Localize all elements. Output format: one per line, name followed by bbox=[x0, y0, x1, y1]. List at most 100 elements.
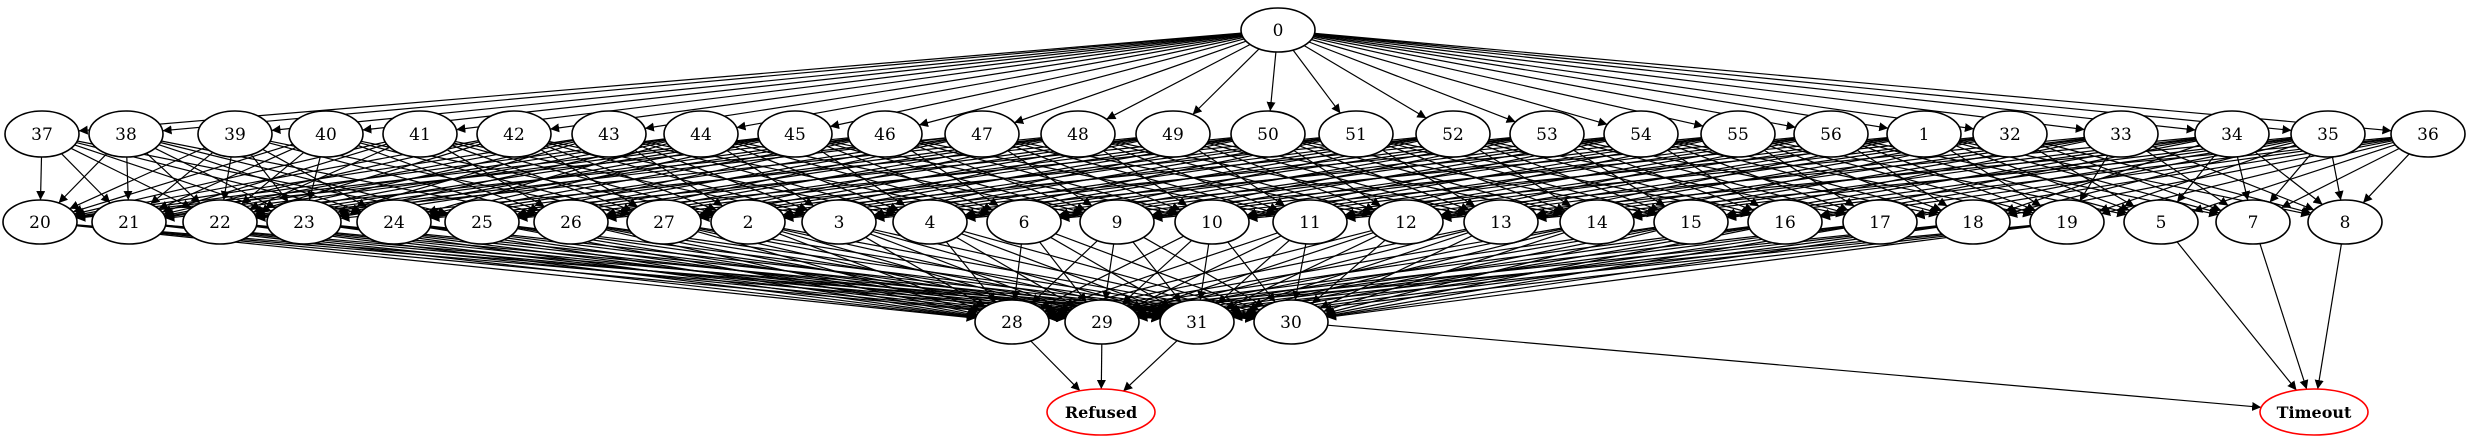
edge-48-to-25 bbox=[517, 138, 1043, 220]
node-52: 52 bbox=[1415, 110, 1491, 158]
node-label: 21 bbox=[118, 213, 140, 233]
node-6: 6 bbox=[986, 199, 1062, 245]
node-24: 24 bbox=[356, 199, 432, 245]
edge-36-to-16 bbox=[1821, 138, 2392, 221]
edge-32-to-11 bbox=[1346, 138, 1974, 221]
node-7: 7 bbox=[2215, 199, 2291, 245]
node-29: 29 bbox=[1064, 299, 1140, 345]
node-label: 30 bbox=[1280, 313, 1302, 333]
node-8: 8 bbox=[2307, 199, 2383, 245]
node-ellipse bbox=[1700, 110, 1776, 158]
edge-32-to-12 bbox=[1441, 138, 1975, 220]
edge-19-to-30 bbox=[1327, 226, 2031, 321]
edge-14-to-28 bbox=[1047, 227, 1562, 319]
edge-40-to-20 bbox=[72, 143, 293, 214]
node-39: 39 bbox=[197, 110, 273, 158]
node-label: 52 bbox=[1442, 125, 1464, 145]
node-50: 50 bbox=[1230, 110, 1306, 158]
node-48: 48 bbox=[1040, 110, 1116, 158]
node-49: 49 bbox=[1135, 110, 1211, 158]
edge-36-to-15 bbox=[1727, 137, 2392, 222]
edge-35-to-8 bbox=[2331, 156, 2344, 201]
node-ellipse bbox=[266, 199, 342, 245]
node-label: 50 bbox=[1257, 125, 1279, 145]
node-3: 3 bbox=[801, 199, 877, 245]
node-10: 10 bbox=[1174, 199, 1250, 245]
node-47: 47 bbox=[944, 110, 1020, 158]
edge-0-to-44 bbox=[736, 35, 1243, 131]
node-15: 15 bbox=[1653, 199, 1729, 245]
node-ellipse bbox=[1079, 199, 1155, 245]
edge-45-to-22 bbox=[255, 138, 760, 220]
node-30: 30 bbox=[1253, 299, 1329, 345]
node-ellipse bbox=[1793, 110, 1869, 158]
node-ellipse bbox=[1886, 110, 1962, 158]
node-ellipse bbox=[2029, 199, 2105, 245]
node-label: 33 bbox=[2110, 125, 2132, 145]
node-label: 49 bbox=[1162, 125, 1184, 145]
edge-25-to-28 bbox=[517, 228, 977, 319]
edge-56-to-10 bbox=[1247, 138, 1795, 221]
node-17: 17 bbox=[1842, 199, 1918, 245]
node-37: 37 bbox=[4, 110, 80, 158]
node-label: 43 bbox=[598, 125, 620, 145]
node-label: 22 bbox=[209, 213, 231, 233]
node-label: 53 bbox=[1536, 125, 1558, 145]
node-ellipse bbox=[2307, 199, 2383, 245]
node-35: 35 bbox=[2290, 110, 2366, 158]
node-32: 32 bbox=[1972, 110, 2048, 158]
node-ellipse bbox=[88, 110, 164, 158]
edge-15-to-28 bbox=[1047, 226, 1656, 320]
edge-47-to-24 bbox=[429, 138, 947, 220]
node-ellipse bbox=[757, 110, 833, 158]
node-23: 23 bbox=[266, 199, 342, 245]
edge-0-to-42 bbox=[550, 34, 1242, 133]
node-label: Refused bbox=[1065, 403, 1137, 422]
edge-0-to-32 bbox=[1313, 34, 1974, 133]
node-label: 44 bbox=[690, 125, 712, 145]
edge-0-to-45 bbox=[829, 36, 1244, 130]
edge-30-to-timeout bbox=[1327, 324, 2262, 411]
node-label: 38 bbox=[115, 125, 137, 145]
edge-33-to-12 bbox=[1442, 137, 2085, 221]
edge-9-to-28 bbox=[1031, 240, 1098, 304]
node-label: 12 bbox=[1395, 213, 1417, 233]
node-ellipse bbox=[1064, 299, 1140, 345]
node-ellipse bbox=[2, 199, 78, 245]
edge-11-to-28 bbox=[1044, 232, 1278, 313]
node-label: 31 bbox=[1186, 313, 1208, 333]
node-9: 9 bbox=[1079, 199, 1155, 245]
node-19: 19 bbox=[2029, 199, 2105, 245]
node-ellipse bbox=[1174, 199, 1250, 245]
edge-3-to-28 bbox=[865, 236, 986, 308]
node-4: 4 bbox=[892, 199, 968, 245]
node-label: 3 bbox=[834, 213, 845, 233]
node-label: 16 bbox=[1774, 213, 1796, 233]
node-ellipse bbox=[801, 199, 877, 245]
node-36: 36 bbox=[2390, 110, 2466, 158]
edge-2-to-28 bbox=[778, 233, 982, 312]
edge-40-to-26 bbox=[357, 144, 540, 212]
node-label: 14 bbox=[1586, 213, 1608, 233]
node-label: 55 bbox=[1727, 125, 1749, 145]
edge-38-to-22 bbox=[146, 152, 201, 204]
node-ellipse bbox=[710, 199, 786, 245]
edge-1-to-11 bbox=[1345, 138, 1888, 220]
node-label: 51 bbox=[1345, 125, 1367, 145]
edge-6-to-29 bbox=[1039, 241, 1087, 303]
edge-37-to-21 bbox=[60, 153, 111, 204]
node-ellipse bbox=[1272, 199, 1348, 245]
node-ellipse bbox=[382, 110, 458, 158]
edge-45-to-20 bbox=[76, 137, 759, 222]
node-ellipse bbox=[2083, 110, 2159, 158]
node-38: 38 bbox=[88, 110, 164, 158]
node-ellipse bbox=[571, 110, 647, 158]
node-18: 18 bbox=[1935, 199, 2011, 245]
edge-0-to-54 bbox=[1311, 38, 1608, 127]
edge-5-to-timeout bbox=[2176, 241, 2297, 391]
edge-40-to-23 bbox=[307, 156, 321, 201]
node-ellipse bbox=[1842, 199, 1918, 245]
edge-41-to-26 bbox=[446, 149, 545, 208]
edge-38-to-24 bbox=[158, 144, 362, 213]
